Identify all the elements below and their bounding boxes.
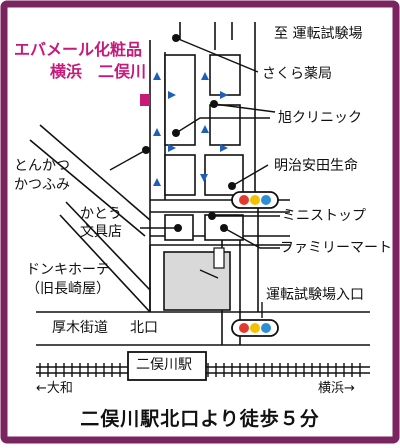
ministop-label: ミニストップ bbox=[282, 208, 366, 224]
sakura-pharmacy-label: さくら薬局 bbox=[262, 66, 332, 82]
school-entrance-label: 運転試験場入口 bbox=[266, 287, 364, 303]
driving-school-label: 至 運転試験場 bbox=[274, 26, 363, 42]
traffic-signal-icon bbox=[231, 319, 279, 337]
donki-label-1: ドンキホーテ bbox=[26, 262, 110, 278]
block bbox=[164, 154, 196, 196]
block bbox=[209, 104, 241, 146]
block bbox=[209, 54, 241, 96]
north-exit-label: 北口 bbox=[130, 320, 158, 336]
meiji-yasuda-label: 明治安田生命 bbox=[274, 158, 358, 174]
city-blocks bbox=[164, 54, 244, 241]
traffic-signal-icon bbox=[231, 191, 279, 209]
arrow-icon-group bbox=[153, 72, 228, 186]
atsugi-road-label: 厚木街道 bbox=[52, 320, 108, 336]
yokohama-direction-label: 横浜→ bbox=[318, 381, 355, 396]
shop-marker-icon bbox=[140, 94, 150, 106]
donki-label-2: （旧長崎屋） bbox=[26, 281, 110, 297]
shop-branch: 横浜 二俣川 bbox=[50, 62, 147, 81]
tonkatsu-label-2: かつふみ bbox=[14, 177, 70, 193]
leader-lines bbox=[109, 37, 280, 318]
donki-annex bbox=[213, 247, 225, 269]
station-box bbox=[127, 351, 207, 381]
station-label: 二俣川駅 bbox=[136, 357, 192, 373]
ohwa-direction-label: ←大和 bbox=[36, 381, 73, 396]
block bbox=[164, 54, 196, 146]
tonkatsu-label-1: とんかつ bbox=[14, 158, 70, 174]
walking-time-caption: 二俣川駅北口より徒歩５分 bbox=[80, 408, 320, 430]
asahi-clinic-label: 旭クリニック bbox=[278, 110, 362, 126]
shop-name: エバメール化粧品 bbox=[14, 40, 143, 59]
familymart-label: ファミリーマート bbox=[280, 240, 392, 256]
kato-label-2: 文具店 bbox=[80, 224, 122, 240]
kato-label-1: かとう bbox=[80, 206, 122, 222]
block bbox=[204, 154, 244, 196]
